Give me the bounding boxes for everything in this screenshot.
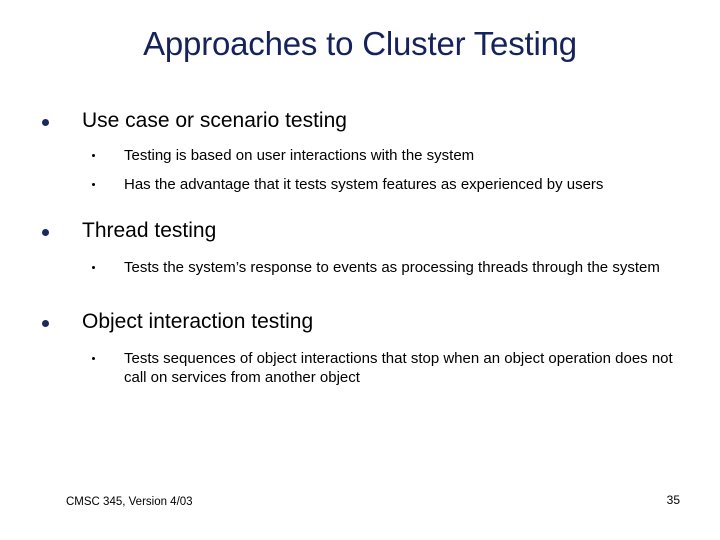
bullet-level2: Tests the system’s response to events as… (0, 258, 720, 277)
bullet-level1-label: Object interaction testing (82, 310, 314, 333)
bullet-level1: Object interaction testing (0, 309, 720, 335)
sub-bullet-dot-icon (92, 357, 95, 360)
footer-course-label: CMSC 345, Version 4/03 (66, 496, 193, 508)
sub-bullet-dot-icon (92, 183, 95, 186)
sub-bullet-dot-icon (92, 266, 95, 269)
bullet-dot-icon (42, 119, 49, 126)
footer-page-number: 35 (666, 493, 680, 507)
bullet-level2: Has the advantage that it tests system f… (0, 175, 720, 194)
bullet-group: Object interaction testing Tests sequenc… (0, 309, 720, 387)
bullet-level1: Thread testing (0, 218, 720, 244)
bullet-level2-list: Testing is based on user interactions wi… (0, 146, 720, 194)
slide-body: Use case or scenario testing Testing is … (0, 100, 720, 387)
bullet-level2-list: Tests sequences of object interactions t… (0, 349, 720, 387)
bullet-level2-list: Tests the system’s response to events as… (0, 258, 720, 277)
bullet-dot-icon (42, 320, 49, 327)
bullet-level2-label: Tests sequences of object interactions t… (124, 350, 673, 386)
bullet-level2-label: Tests the system’s response to events as… (124, 259, 660, 276)
bullet-level1-label: Thread testing (82, 219, 217, 242)
bullet-level1: Use case or scenario testing (0, 108, 720, 134)
page-title: Approaches to Cluster Testing (143, 25, 577, 62)
bullet-level2-label: Has the advantage that it tests system f… (124, 176, 604, 193)
bullet-level1-label: Use case or scenario testing (82, 109, 347, 132)
bullet-level2: Testing is based on user interactions wi… (0, 146, 720, 165)
bullet-group: Use case or scenario testing Testing is … (0, 108, 720, 194)
bullet-group: Thread testing Tests the system’s respon… (0, 218, 720, 277)
bullet-dot-icon (42, 229, 49, 236)
bullet-level2-label: Testing is based on user interactions wi… (124, 147, 475, 164)
sub-bullet-dot-icon (92, 154, 95, 157)
bullet-level2: Tests sequences of object interactions t… (0, 349, 720, 387)
